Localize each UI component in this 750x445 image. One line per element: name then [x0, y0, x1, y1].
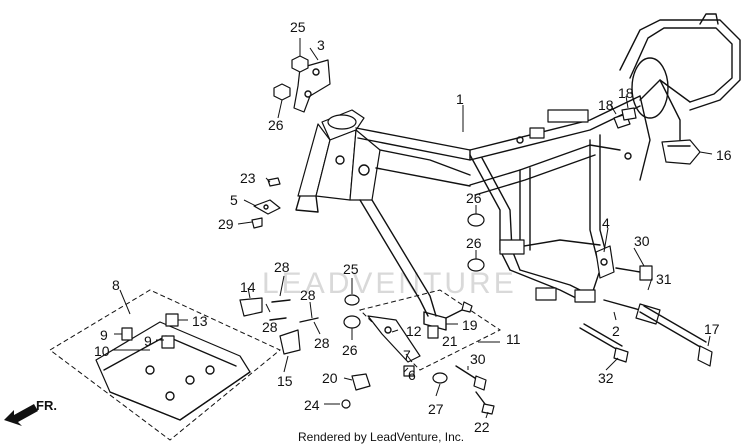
callout-24: 24	[304, 397, 320, 413]
callout-23: 23	[240, 170, 256, 186]
callout-21: 21	[442, 333, 458, 349]
callout-22: 22	[474, 419, 490, 435]
callout-26a: 26	[268, 117, 284, 133]
callout-9b: 9	[144, 333, 152, 349]
callout-31: 31	[656, 271, 672, 287]
left-small-parts[interactable]	[251, 177, 281, 229]
callout-17: 17	[704, 321, 720, 337]
center-small-parts[interactable]	[341, 294, 448, 409]
callout-26b: 26	[466, 190, 482, 206]
callout-28c: 28	[262, 319, 278, 335]
callout-28a: 28	[274, 259, 290, 275]
leader-lines	[112, 38, 713, 419]
callout-6: 6	[408, 367, 416, 383]
callout-16: 16	[716, 147, 732, 163]
callout-5: 5	[230, 192, 238, 208]
callout-12: 12	[406, 323, 422, 339]
callout-10: 10	[94, 343, 110, 359]
callout-1: 1	[456, 91, 464, 107]
callout-30b: 30	[470, 351, 486, 367]
callout-25b: 25	[343, 261, 359, 277]
lower-bolts[interactable]	[455, 365, 495, 415]
callout-13: 13	[192, 313, 208, 329]
callout-4: 4	[602, 215, 610, 231]
plate-assembly-part[interactable]	[359, 289, 501, 377]
callout-2: 2	[612, 323, 620, 339]
skid-plate-part[interactable]	[49, 289, 281, 441]
callout-26c: 26	[466, 235, 482, 251]
callout-14: 14	[240, 279, 256, 295]
callout-30a: 30	[634, 233, 650, 249]
bracket-part[interactable]	[293, 59, 331, 113]
callout-18b: 18	[618, 85, 634, 101]
callout-32: 32	[598, 370, 614, 386]
direction-label: FR.	[36, 398, 57, 413]
bracket-parts-14-15[interactable]	[239, 297, 319, 355]
callout-28d: 28	[314, 335, 330, 351]
callout-labels: 1 2 3 4 5 6 7 8 9 9 10 11 12 13 14 15 16…	[94, 19, 732, 435]
callout-25a: 25	[290, 19, 306, 35]
callout-29: 29	[218, 216, 234, 232]
bolt-parts-18[interactable]	[613, 107, 637, 129]
callout-27: 27	[428, 401, 444, 417]
collars-and-bolts[interactable]	[467, 213, 713, 367]
callout-26d: 26	[342, 342, 358, 358]
callout-15: 15	[277, 373, 293, 389]
callout-9a: 9	[100, 327, 108, 343]
rear-cap-part[interactable]	[661, 139, 701, 165]
callout-7: 7	[403, 347, 411, 363]
main-frame-part[interactable]	[295, 13, 741, 331]
watermark: LEADVENTURE	[262, 267, 517, 300]
caption: Rendered by LeadVenture, Inc.	[298, 430, 464, 444]
front-direction-arrow-icon: FR.	[4, 398, 57, 426]
callout-20: 20	[322, 370, 338, 386]
callout-11: 11	[506, 331, 521, 347]
callout-8: 8	[112, 277, 120, 293]
callout-18a: 18	[598, 97, 614, 113]
callout-28b: 28	[300, 287, 316, 303]
callout-19: 19	[462, 317, 478, 333]
callout-3: 3	[317, 37, 325, 53]
